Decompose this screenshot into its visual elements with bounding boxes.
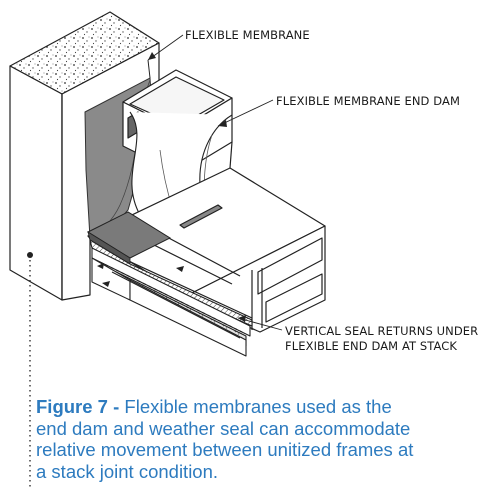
callout-vertical-seal-line2: FLEXIBLE END DAM AT STACK xyxy=(285,339,458,353)
callout-vertical-seal: VERTICAL SEAL RETURNS UNDER FLEXIBLE END… xyxy=(285,324,478,354)
figure-caption: Figure 7 - Flexible membranes used as th… xyxy=(36,396,476,482)
end-dam-pad xyxy=(86,211,172,265)
column-front-face xyxy=(9,65,63,301)
caption-dotted-leader xyxy=(27,252,33,490)
stack-joint-sill xyxy=(89,239,253,357)
callout-flexible-membrane: FLEXIBLE MEMBRANE xyxy=(185,28,310,42)
leader-end-dam xyxy=(217,99,274,127)
caption-line-3: relative movement between unitized frame… xyxy=(36,439,414,460)
figure-label: Figure 7 - xyxy=(36,396,120,417)
callout-vertical-seal-line1: VERTICAL SEAL RETURNS UNDER xyxy=(285,324,479,338)
caption-line-1-text: Flexible membranes used as the xyxy=(119,396,392,417)
caption-line-2: end dam and weather seal can accommodate xyxy=(36,417,411,439)
caption-line-4: a stack joint condition. xyxy=(36,460,219,482)
leader-vertical-seal xyxy=(237,317,283,331)
section-arrows xyxy=(97,263,184,287)
callout-end-dam: FLEXIBLE MEMBRANE END DAM xyxy=(276,94,461,108)
caption-line-1: Figure 7 - Flexible membranes used as th… xyxy=(36,396,476,418)
